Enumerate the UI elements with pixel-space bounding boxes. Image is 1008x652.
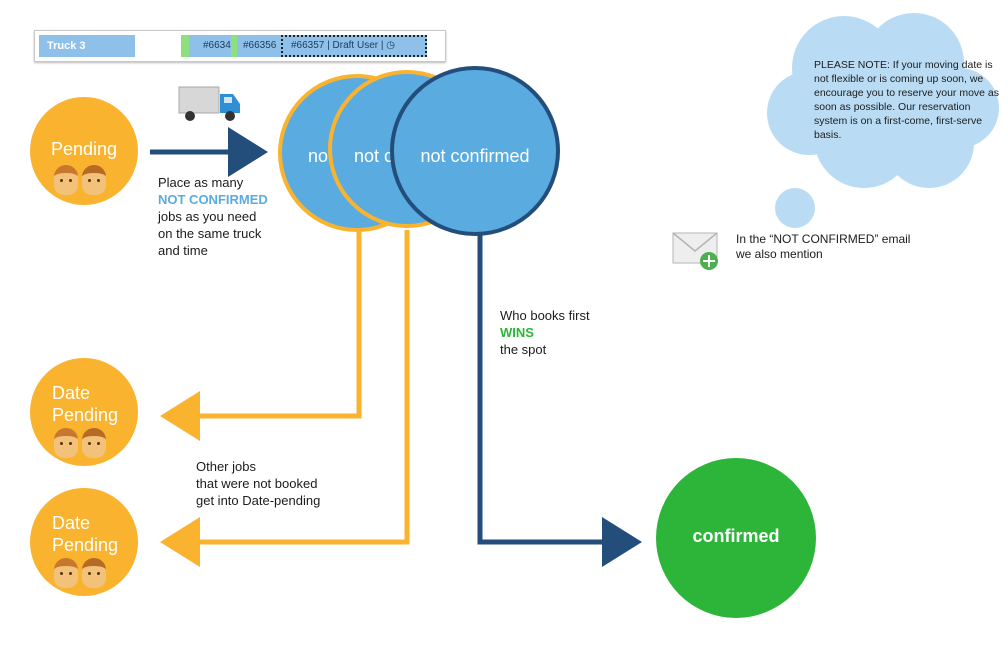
job-slot-3-label: #66357 | Draft User |: [291, 40, 384, 51]
person-icon: [54, 558, 78, 588]
email-line1: In the “NOT CONFIRMED” email: [736, 232, 911, 246]
email-line2: we also mention: [736, 247, 823, 261]
who-books-text: Who books first WINS the spot: [500, 307, 590, 358]
job-slot-3[interactable]: #66357 | Draft User | ◷: [281, 35, 427, 57]
job-slot-1[interactable]: #66340: [181, 35, 236, 57]
cloud-note: PLEASE NOTE: If your moving date is not …: [814, 59, 1000, 141]
envelope-icon: [672, 232, 718, 270]
place-many-line5: and time: [158, 243, 208, 258]
person-icons: [54, 165, 106, 195]
date-pending-label-1: Date Pending: [52, 383, 119, 425]
date-pending-label-2: Date Pending: [52, 513, 119, 555]
truck-label-text: Truck 3: [47, 40, 86, 52]
place-many-line3: jobs as you need: [158, 209, 257, 224]
person-icon: [54, 428, 78, 458]
truck-schedule-bar[interactable]: Truck 3 #66340 #66356 #66357 | Draft Use…: [34, 30, 446, 62]
place-many-text: Place as many NOT CONFIRMED jobs as you …: [158, 174, 268, 259]
thought-cloud: [767, 13, 999, 228]
place-many-line4: on the same truck: [158, 226, 262, 241]
job-slot-2[interactable]: #66356: [231, 35, 281, 57]
person-icons: [54, 428, 106, 458]
not-confirmed-node-3[interactable]: not confirmed: [390, 66, 560, 236]
person-icon: [82, 428, 106, 458]
who-books-line1: Who books first: [500, 308, 590, 323]
other-jobs-line1: Other jobs: [196, 459, 256, 474]
place-many-highlight: NOT CONFIRMED: [158, 192, 268, 207]
other-jobs-line2: that were not booked: [196, 476, 318, 491]
email-note-text: In the “NOT CONFIRMED” email we also men…: [736, 232, 910, 262]
person-icons: [54, 558, 106, 588]
job-slot-1-label: #66340: [203, 40, 237, 51]
person-icon: [82, 558, 106, 588]
pending-node: Pending: [30, 97, 138, 205]
arrow-to-date-pending-1: [160, 230, 362, 441]
arrow-to-date-pending-2: [160, 230, 410, 567]
place-many-line1: Place as many: [158, 175, 244, 190]
arrow-to-confirmed: [477, 232, 642, 567]
confirmed-node[interactable]: confirmed: [656, 458, 816, 618]
person-icon: [54, 165, 78, 195]
date-pending-node-1: Date Pending: [30, 358, 138, 466]
truck-label: Truck 3: [39, 35, 135, 57]
date-pending-node-2: Date Pending: [30, 488, 138, 596]
truck-icon: [178, 86, 240, 121]
other-jobs-text: Other jobs that were not booked get into…: [196, 458, 320, 509]
clock-icon: ◷: [386, 40, 395, 51]
plus-icon: [700, 252, 718, 270]
other-jobs-line3: get into Date-pending: [196, 493, 321, 508]
who-books-highlight: WINS: [500, 325, 534, 340]
not-confirmed-label-3: not confirmed: [420, 146, 530, 166]
who-books-line3: the spot: [500, 342, 547, 357]
confirmed-label: confirmed: [692, 526, 780, 546]
pending-label: Pending: [50, 139, 118, 159]
job-slot-2-label: #66356: [243, 40, 277, 51]
person-icon: [82, 165, 106, 195]
